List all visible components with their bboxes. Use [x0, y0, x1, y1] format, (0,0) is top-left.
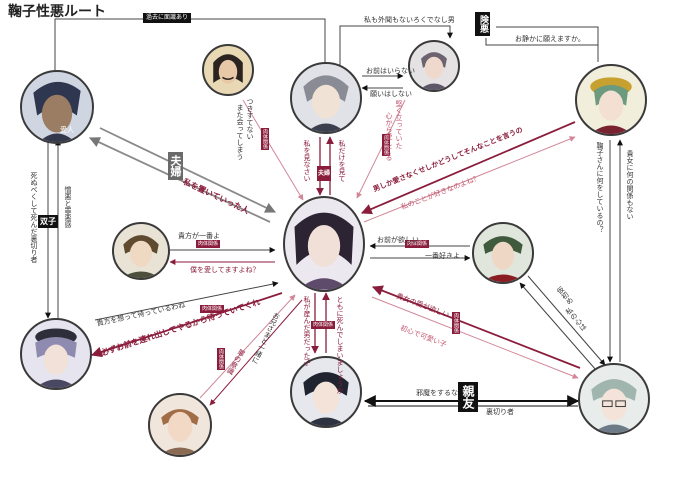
tag-nikutai-2: 肉体関係 — [382, 134, 390, 156]
edge-glasses-center — [371, 285, 581, 369]
portrait-icon — [590, 77, 632, 134]
portrait-icon — [213, 54, 243, 84]
badge-past-acquaintance: 過去に面識あり — [143, 13, 192, 23]
portrait-icon — [159, 409, 201, 455]
portrait-icon — [303, 75, 349, 132]
character-gray-suit-man[interactable] — [408, 40, 460, 92]
edge-gray-center — [356, 99, 406, 199]
label-tomo-ni-shinde: ともに死んでしまいましょうか — [336, 296, 344, 394]
label-zouo: 憎悪と罪悪感 — [64, 186, 72, 228]
label-dont-hate: 願いはしない — [370, 90, 412, 98]
character-dark-boy[interactable] — [290, 356, 362, 428]
portrait-icon — [419, 52, 449, 90]
character-lady-hat[interactable] — [575, 64, 647, 136]
label-watashi-wo-minasai: 私を見なさい — [303, 140, 311, 182]
tag-nikutai-5: 肉体関係 — [200, 305, 225, 313]
portrait-icon — [294, 212, 354, 290]
label-quiet: お静かに願えますか。 — [515, 35, 585, 43]
edge-mustache-center — [242, 99, 304, 201]
edge-quiet — [485, 38, 598, 46]
badge-fuufu-left: 夫婦 — [168, 152, 183, 180]
edge-green-glasses — [527, 275, 606, 366]
edge-kenaku — [496, 26, 599, 62]
character-green-officer[interactable] — [472, 222, 534, 284]
label-shinubekushite: 死ぬべくして死んだ裏切り者 — [30, 172, 38, 263]
portrait-icon — [481, 236, 525, 282]
character-top-left-dark[interactable] — [20, 70, 94, 144]
label-aijin: 愛人 — [60, 126, 74, 134]
label-jama: 邪魔をするな — [416, 389, 458, 397]
portrait-icon — [35, 328, 77, 388]
badge-shinyu: 親友 — [458, 382, 478, 412]
edge-center-bald — [209, 299, 303, 406]
edge-glasses-green — [519, 282, 597, 371]
label-watashi-dake: 私だけを見て — [338, 140, 346, 182]
label-uragirimono: 裏切り者 — [486, 408, 514, 416]
tag-nikutai-4: 肉体関係 — [405, 240, 430, 248]
tag-nikutai-1: 肉体関係 — [261, 128, 269, 150]
label-watashi-ga-unda: 私が産んだ男だった子 — [303, 296, 311, 366]
edge-fufu-1 — [99, 127, 276, 213]
badge-futago: 双子 — [38, 215, 58, 228]
edge-lady-center — [361, 121, 576, 215]
edge-past-acquaintance — [54, 18, 328, 80]
label-kataku: 堅く立っていた — [395, 100, 403, 149]
character-glasses-man[interactable] — [578, 363, 650, 435]
tag-nikutai-7: 肉体関係 — [452, 312, 460, 334]
label-boku-wo-aishite: 僕を愛してますよね？ — [190, 266, 260, 274]
badge-kenaku: 険悪 — [475, 12, 490, 36]
edge-bald-center — [199, 294, 296, 399]
edge-fufu-2 — [89, 137, 271, 223]
portrait-icon — [303, 372, 349, 426]
edge-center-hat — [90, 292, 283, 358]
portrait-icon — [591, 379, 637, 433]
badge-fuufu-center: 夫婦 — [317, 166, 332, 181]
character-bald-man[interactable] — [148, 393, 212, 457]
portrait-icon — [121, 235, 161, 278]
label-mata-atte: また会ってしまう — [236, 104, 244, 160]
character-brown-hair-man[interactable] — [112, 222, 170, 280]
character-silver-man[interactable] — [290, 62, 362, 134]
portrait-icon — [33, 81, 81, 142]
badge-nikutai-center: 肉体関係 — [311, 321, 336, 329]
label-omae-ga-hoshii: お前が欲しい — [377, 236, 419, 244]
label-anata-ga-ichiban: 貴方が一番よ — [178, 232, 220, 240]
character-mustache-man[interactable] — [202, 44, 254, 96]
label-ichiban-suki: 一番好きよ — [425, 252, 460, 260]
tag-nikutai-3: 肉体関係 — [196, 240, 221, 248]
character-center-woman[interactable] — [283, 196, 365, 292]
label-tsukisuteru: つきすてない — [246, 98, 254, 140]
character-hat-man[interactable] — [20, 318, 92, 390]
edge-nasty-man — [339, 25, 453, 70]
label-dont-need: お前はいらない — [366, 67, 415, 75]
edge-hat-center — [94, 281, 279, 321]
edge-lady-center-2 — [363, 136, 576, 223]
tag-nikutai-6: 肉体関係 — [217, 348, 225, 370]
label-nasty-man: 私も外聞もないろくでなし男 — [364, 16, 455, 24]
label-shinkon: 心から愛してる — [385, 112, 393, 161]
edge-center-glasses — [371, 296, 579, 379]
page-title: 鞠子性悪ルート — [8, 4, 106, 20]
label-mariko-san: 鞠子さんに何をしているの？ — [596, 142, 604, 233]
label-kijo-ni: 貴女に何の関係もない — [626, 150, 634, 220]
